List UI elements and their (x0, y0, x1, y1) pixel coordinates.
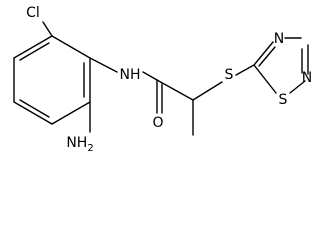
bond (13, 101, 53, 125)
ring-sulfur-label: S (279, 92, 288, 108)
molecule-structure-diagram: Cl NH2 NH O S N N S (13, 5, 312, 154)
bond (51, 101, 91, 125)
oxygen-label: O (152, 115, 163, 131)
chlorine-label: Cl (26, 5, 40, 21)
amide-nh-label: NH (120, 67, 141, 83)
bond-c-calpha (156, 79, 194, 101)
ring-nitrogen-right-label: N (302, 70, 312, 86)
bond (253, 64, 277, 94)
amino-label: NH2 (66, 135, 93, 154)
bond (253, 41, 274, 66)
amino-subscript: 2 (87, 143, 93, 154)
ring-nitrogen-upper-label: N (274, 31, 284, 47)
thiadiazole-ring (253, 37, 309, 94)
bond (13, 35, 53, 59)
bond (289, 80, 306, 94)
thioether-sulfur-label: S (225, 67, 234, 83)
bond-n-c (142, 71, 158, 81)
bond (51, 35, 91, 59)
bond-calpha-s (192, 81, 223, 101)
amino-nh: NH (66, 135, 87, 151)
bond-c-cl (42, 21, 53, 37)
bond-s-ring (235, 64, 255, 76)
double-bond-inner (19, 99, 50, 118)
double-bond-inner (19, 42, 50, 61)
benzene-ring (13, 35, 91, 125)
bond (258, 46, 276, 67)
bond-c-n (89, 57, 118, 73)
